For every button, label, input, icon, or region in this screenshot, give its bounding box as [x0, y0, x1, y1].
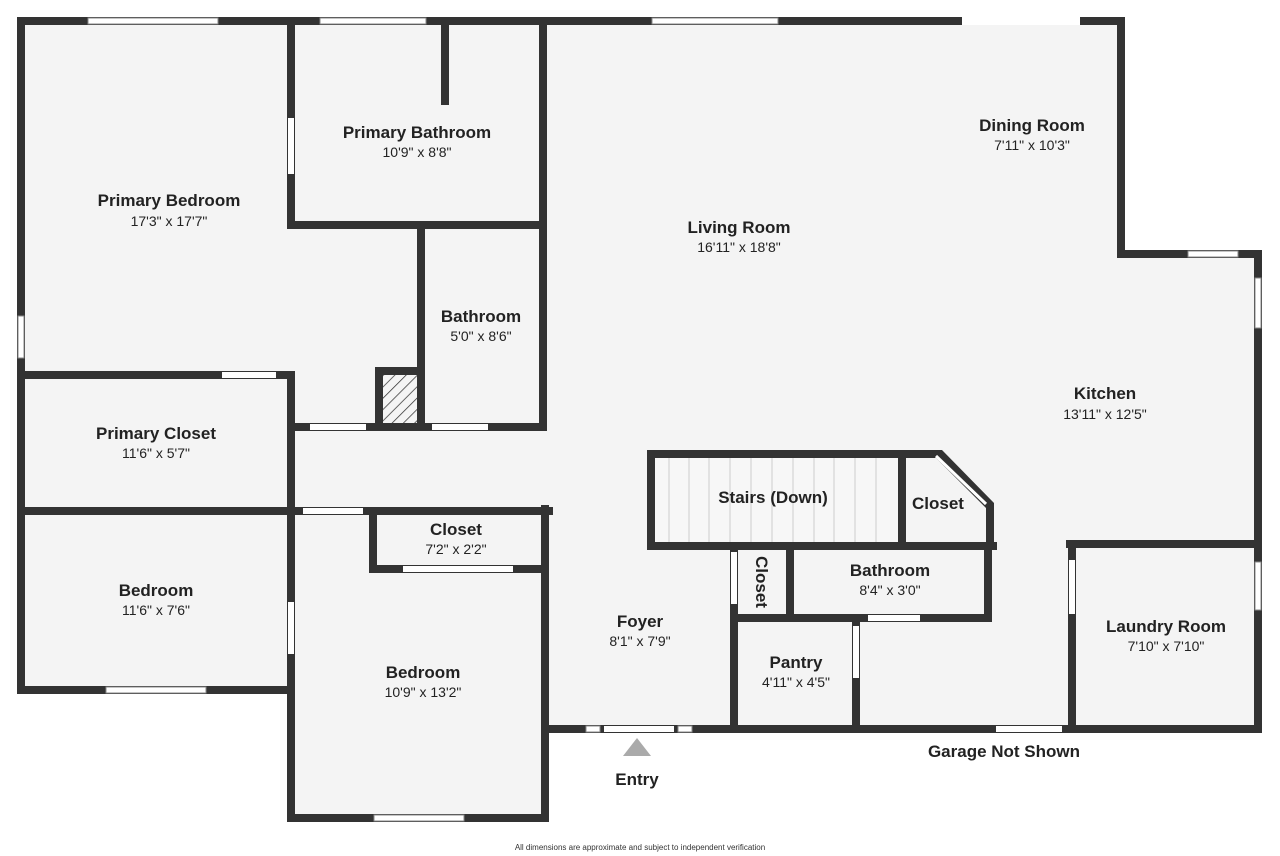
- room-dim-pantry: 4'11" x 4'5": [762, 674, 830, 690]
- room-dim-living-room: 16'11" x 18'8": [697, 239, 781, 255]
- chimney-hatch: [383, 375, 421, 423]
- room-name-kitchen: Kitchen: [1074, 384, 1136, 403]
- room-name-bedroom-left: Bedroom: [119, 581, 194, 600]
- room-name-primary-closet: Primary Closet: [96, 424, 216, 443]
- room-dim-bathroom-small: 8'4" x 3'0": [859, 582, 920, 598]
- garage-label: Garage Not Shown: [928, 742, 1080, 761]
- room-dim-bedroom-bottom: 10'9" x 13'2": [385, 684, 462, 700]
- room-name-laundry-room: Laundry Room: [1106, 617, 1226, 636]
- room-name-bathroom-mid: Bathroom: [441, 307, 521, 326]
- room-name-bathroom-small: Bathroom: [850, 561, 930, 580]
- room-name-primary-bedroom: Primary Bedroom: [98, 191, 241, 210]
- room-name-primary-bathroom: Primary Bathroom: [343, 123, 491, 142]
- room-name-foyer: Foyer: [617, 612, 664, 631]
- room-dim-primary-closet: 11'6" x 5'7": [122, 445, 190, 461]
- room-name-dining-room: Dining Room: [979, 116, 1085, 135]
- room-dim-kitchen: 13'11" x 12'5": [1063, 406, 1147, 422]
- room-dim-primary-bedroom: 17'3" x 17'7": [131, 213, 208, 229]
- room-dim-closet-bed: 7'2" x 2'2": [425, 541, 486, 557]
- windows: [17, 17, 1262, 822]
- room-dim-dining-room: 7'11" x 10'3": [994, 137, 1070, 153]
- room-name-closet-bed: Closet: [430, 520, 482, 539]
- room-name-stairs: Stairs (Down): [718, 488, 828, 507]
- entry-label: Entry: [615, 770, 659, 789]
- room-labels: Primary Bedroom 17'3" x 17'7" Primary Ba…: [96, 116, 1226, 852]
- room-dim-bedroom-left: 11'6" x 7'6": [122, 602, 190, 618]
- room-name-living-room: Living Room: [688, 218, 791, 237]
- room-name-bedroom-bottom: Bedroom: [386, 663, 461, 682]
- room-dim-primary-bathroom: 10'9" x 8'8": [383, 144, 452, 160]
- room-dim-bathroom-mid: 5'0" x 8'6": [450, 328, 511, 344]
- room-name-closet-stairs: Closet: [912, 494, 964, 513]
- disclaimer-text: All dimensions are approximate and subje…: [515, 843, 765, 852]
- room-dim-foyer: 8'1" x 7'9": [609, 633, 670, 649]
- room-dim-laundry-room: 7'10" x 7'10": [1128, 638, 1205, 654]
- room-name-closet-vertical: Closet: [752, 556, 771, 608]
- room-name-pantry: Pantry: [770, 653, 823, 672]
- entry-arrow-icon: [623, 738, 651, 756]
